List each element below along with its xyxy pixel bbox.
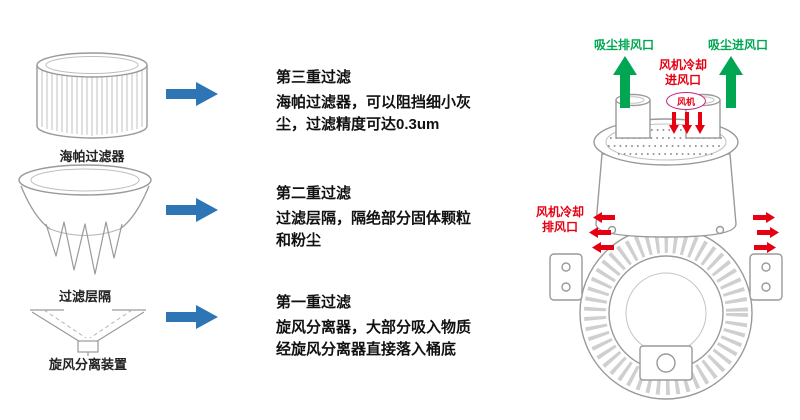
red-right-arrow-icon	[754, 242, 776, 253]
red-left-arrow-icon	[593, 212, 615, 223]
fan-cooling-outlet-label: 风机冷却 排风口	[535, 205, 584, 234]
stage-2-desc: 过滤层隔，隔绝部分固体颗粒和粉尘	[276, 210, 472, 249]
fan-badge-label: 风机	[676, 96, 695, 107]
fan-badge: 风机	[666, 92, 706, 110]
dust-exhaust-label: 吸尘排风口	[593, 38, 654, 52]
hepa-filter-caption: 海帕过滤器	[59, 149, 125, 164]
red-down-arrow-icon	[669, 112, 679, 134]
filter-layer-caption: 过滤层隔	[58, 289, 111, 304]
red-down-arrow-icon	[682, 112, 692, 134]
green-up-arrow-icon	[719, 56, 743, 108]
blue-arrow-icon	[166, 305, 218, 329]
stage-2-block: 第二重过滤 过滤层隔，隔绝部分固体颗粒和粉尘	[276, 182, 480, 252]
cyclone-separator-illustration	[30, 309, 146, 356]
stage-3-desc: 海帕过滤器，可以阻挡细小灰尘，过滤精度可达0.3um	[276, 94, 472, 133]
red-right-arrow-icon	[753, 212, 775, 223]
dust-inlet-label: 吸尘进风口	[707, 38, 768, 52]
fan-cooling-inlet-label: 风机冷却 进风口	[658, 58, 707, 87]
stage-3-block: 第三重过滤 海帕过滤器，可以阻挡细小灰尘，过滤精度可达0.3um	[276, 66, 480, 136]
red-down-arrow-icon	[695, 112, 705, 134]
red-right-arrow-icon	[757, 227, 779, 238]
green-up-arrow-icon	[613, 56, 637, 108]
stage-1-block: 第一重过滤 旋风分离器，大部分吸入物质经旋风分离器直接落入桶底	[276, 291, 480, 361]
stage-3-title: 第三重过滤	[276, 69, 352, 86]
vacuum-machine-illustration	[549, 93, 783, 400]
stage-2-title: 第二重过滤	[276, 185, 352, 202]
red-left-arrow-icon	[589, 227, 611, 238]
filter-layer-illustration	[18, 164, 152, 275]
blue-arrow-icon	[166, 198, 218, 222]
stage-1-title: 第一重过滤	[276, 294, 352, 311]
hepa-filter-illustration	[36, 52, 148, 139]
stage-1-desc: 旋风分离器，大部分吸入物质经旋风分离器直接落入桶底	[276, 319, 472, 358]
blue-arrow-icon	[166, 82, 218, 106]
red-left-arrow-icon	[592, 242, 614, 253]
cyclone-separator-caption: 旋风分离装置	[48, 357, 127, 372]
